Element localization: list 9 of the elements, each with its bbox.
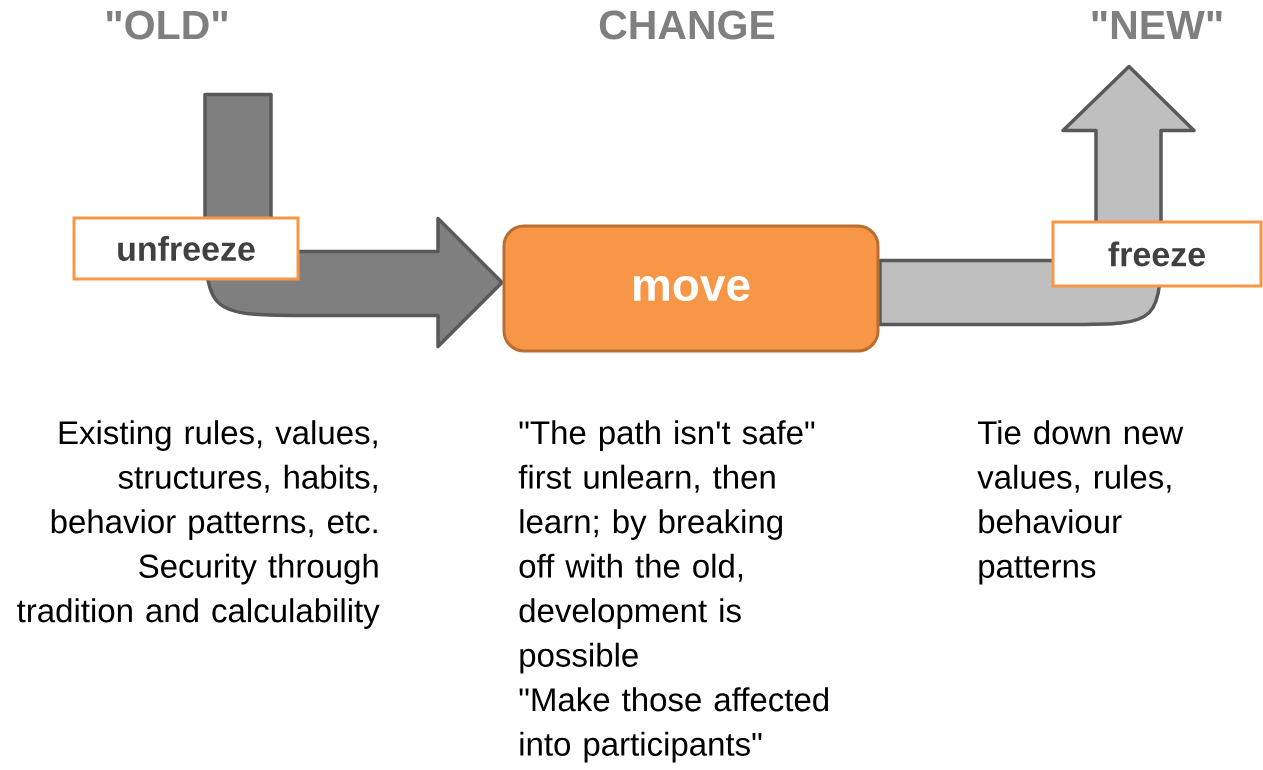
column-heading: "NEW" <box>1092 10 1222 40</box>
process-box: move <box>502 224 880 353</box>
stage-label-box: unfreeze <box>72 216 300 281</box>
column-heading: CHANGE <box>599 10 775 40</box>
description-text: Tie down new values, rules, behaviour patterns <box>977 420 1184 585</box>
stage-label-box: freeze <box>1051 220 1263 288</box>
column-heading: "OLD" <box>107 10 227 40</box>
description-text: "The path isn't safe" first unlearn, then learn; by breaking off with the old, development is possible "Make those affected into participants" <box>518 420 829 763</box>
description-text: Existing rules, values, structures, habits, behavior patterns, etc. Security through tradition and calculability <box>17 420 380 629</box>
